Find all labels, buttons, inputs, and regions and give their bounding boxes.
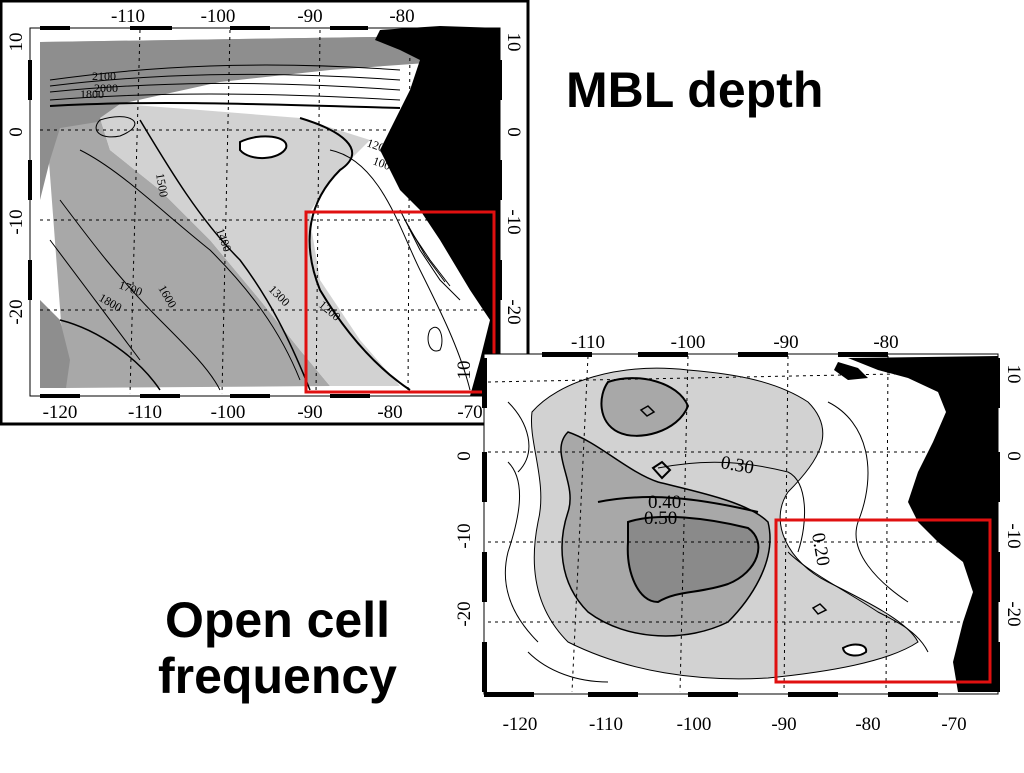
open-left-tick: 10 xyxy=(454,361,475,380)
mbl-bottom-tick: -70 xyxy=(457,402,482,423)
mbl-right-tick: -10 xyxy=(503,209,524,234)
open-top-tick: -80 xyxy=(873,332,898,353)
mbl-right-ticks: 10 0 -10 -20 xyxy=(503,33,524,325)
mbl-bottom-tick: -120 xyxy=(43,402,78,423)
open-bottom-tick: -90 xyxy=(771,714,796,735)
mbl-bottom-ticks: -120 -110 -100 -90 -80 -70 xyxy=(43,402,483,423)
mbl-contours xyxy=(49,64,471,391)
open-land-islet xyxy=(834,362,868,380)
open-grid xyxy=(487,355,997,693)
open-left-tick: -10 xyxy=(454,523,475,548)
mbl-depth-title: MBL depth xyxy=(566,62,824,118)
open-cell-title-line-1: Open cell xyxy=(164,592,391,648)
mbl-depth-map: -110 -100 -90 -80 -120 -110 -100 -90 -80… xyxy=(0,0,530,426)
open-shade-mid-north xyxy=(601,378,688,436)
open-bottom-tick: -80 xyxy=(855,714,880,735)
open-top-tick: -90 xyxy=(773,332,798,353)
mbl-right-tick: 0 xyxy=(503,127,524,137)
mbl-left-ticks: 10 0 -10 -20 xyxy=(6,33,27,325)
mbl-top-tick: -90 xyxy=(297,6,322,27)
mbl-top-tick: -100 xyxy=(201,6,236,27)
open-right-ticks: 10 0 -10 -20 xyxy=(1003,365,1024,627)
mbl-bottom-tick: -100 xyxy=(211,402,246,423)
mbl-contour-label: 1800 xyxy=(80,87,104,101)
open-shade-dark xyxy=(627,516,759,602)
mbl-left-tick: -20 xyxy=(6,299,27,324)
open-land xyxy=(848,356,998,692)
open-bottom-tick: -110 xyxy=(589,714,623,735)
mbl-white-area xyxy=(310,140,490,386)
open-cell-frequency-map-svg: -110 -100 -90 -80 -120 -110 -100 -90 -80… xyxy=(454,332,1024,735)
open-bottom-tick: -120 xyxy=(503,714,538,735)
mbl-contour-label: 2000 xyxy=(94,81,118,95)
open-top-tick: -100 xyxy=(671,332,706,353)
open-contour-label: 0.50 xyxy=(644,508,677,529)
open-left-tick: 0 xyxy=(454,451,475,461)
mbl-contour-labels: 2100 2000 1800 1500 1400 1300 1200 1700 … xyxy=(80,69,398,324)
mbl-left-tick: 10 xyxy=(6,33,27,52)
mbl-right-tick: -20 xyxy=(503,299,524,324)
mbl-left-tick: -10 xyxy=(6,209,27,234)
open-right-tick: 0 xyxy=(1003,451,1024,461)
open-right-tick: -20 xyxy=(1003,601,1024,626)
open-cell-frequency-map: -110 -100 -90 -80 -120 -110 -100 -90 -80… xyxy=(448,322,1024,768)
mbl-top-ticks: -110 -100 -90 -80 xyxy=(111,6,415,27)
mbl-highlight-box xyxy=(304,210,496,394)
mbl-shade-dark xyxy=(40,36,440,388)
mbl-shade-sw xyxy=(40,300,70,388)
open-cell-frequency-title: Open cell frequency xyxy=(120,592,435,704)
open-cell-title-line-2: frequency xyxy=(158,648,397,704)
open-bottom-tick: -100 xyxy=(677,714,712,735)
mbl-bottom-tick: -110 xyxy=(128,402,162,423)
open-top-ticks: -110 -100 -90 -80 xyxy=(571,332,899,353)
open-left-ticks: 10 0 -10 -20 xyxy=(454,361,475,627)
mbl-bottom-tick: -90 xyxy=(297,402,322,423)
mbl-right-tick: 10 xyxy=(503,33,524,52)
mbl-top-tick: -110 xyxy=(111,6,145,27)
open-top-tick: -110 xyxy=(571,332,605,353)
open-left-tick: -20 xyxy=(454,601,475,626)
open-right-tick: -10 xyxy=(1003,523,1024,548)
open-bottom-tick: -70 xyxy=(941,714,966,735)
open-contour-label: 0.40 xyxy=(648,492,681,513)
mbl-left-tick: 0 xyxy=(6,127,27,137)
mbl-contour-label: 2100 xyxy=(92,69,116,83)
mbl-shade-darker xyxy=(40,36,440,200)
open-right-tick: 10 xyxy=(1003,365,1024,384)
mbl-top-tick: -80 xyxy=(389,6,414,27)
open-highlight-box xyxy=(774,518,992,684)
mbl-contour-label: 1500 xyxy=(153,172,171,198)
open-bottom-ticks: -120 -110 -100 -90 -80 -70 xyxy=(503,714,967,735)
mbl-shade-light xyxy=(100,104,400,386)
mbl-depth-map-svg: -110 -100 -90 -80 -120 -110 -100 -90 -80… xyxy=(0,0,530,426)
mbl-bottom-tick: -80 xyxy=(377,402,402,423)
